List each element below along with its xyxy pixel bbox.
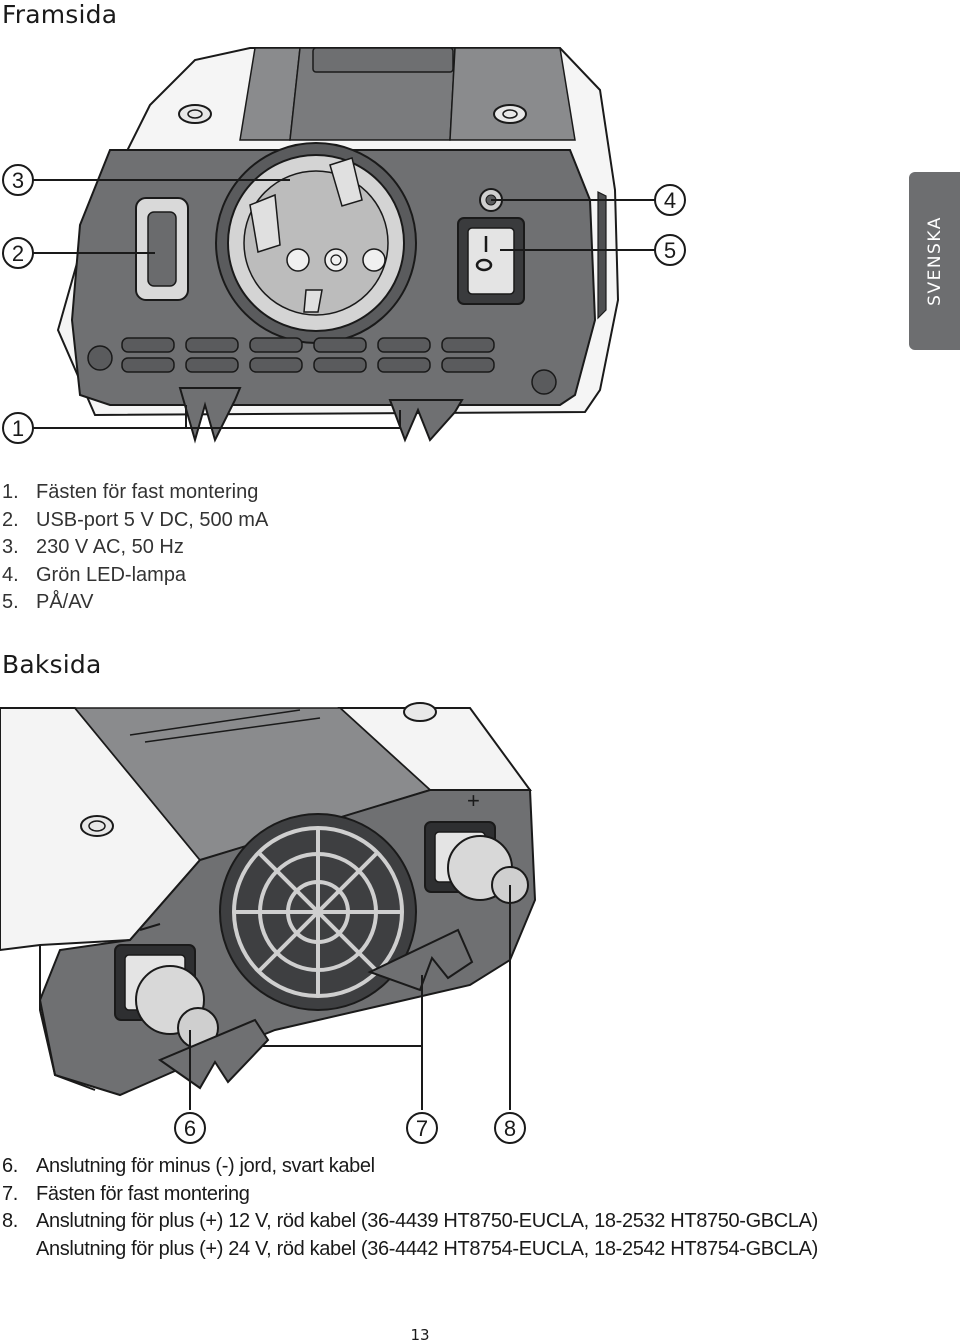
front-legend-list: 1.Fästen för fast montering 2.USB-port 5… bbox=[2, 479, 268, 617]
front-panel-illustration bbox=[30, 47, 655, 444]
list-item: 4.Grön LED-lampa bbox=[2, 563, 187, 586]
list-item: 7.Fästen för fast montering bbox=[2, 1182, 250, 1205]
language-tab: SVENSKA bbox=[909, 172, 960, 350]
list-item: 6.Anslutning för minus (-) jord, svart k… bbox=[2, 1155, 375, 1177]
svg-text:6: 6 bbox=[184, 1116, 196, 1141]
list-item: 2.USB-port 5 V DC, 500 mA bbox=[2, 508, 269, 531]
svg-text:4: 4 bbox=[664, 188, 676, 213]
callout-5: 5 bbox=[654, 234, 686, 266]
list-item: 8.Anslutning för plus (+) 12 V, röd kabe… bbox=[2, 1210, 818, 1232]
list-item: Anslutning för plus (+) 24 V, röd kabel … bbox=[36, 1237, 818, 1260]
back-heading: Baksida bbox=[2, 650, 102, 679]
svg-text:1: 1 bbox=[12, 416, 24, 441]
callout-7: 7 bbox=[406, 1112, 438, 1144]
list-item: 1.Fästen för fast montering bbox=[2, 481, 259, 503]
svg-text:2: 2 bbox=[12, 241, 24, 266]
callout-1: 1 bbox=[2, 412, 34, 444]
svg-text:5: 5 bbox=[664, 238, 676, 263]
callout-2: 2 bbox=[2, 237, 34, 269]
svg-text:3: 3 bbox=[12, 168, 24, 193]
svg-text:8: 8 bbox=[504, 1116, 516, 1141]
front-callouts: 3 2 1 4 5 bbox=[2, 164, 686, 444]
list-item: 3.230 V AC, 50 Hz bbox=[2, 536, 184, 558]
callout-6: 6 bbox=[174, 1112, 206, 1144]
back-callouts: 6 7 8 bbox=[174, 1112, 526, 1144]
list-item: 5.PÅ/AV bbox=[2, 591, 94, 613]
svg-text:7: 7 bbox=[416, 1116, 428, 1141]
callout-8: 8 bbox=[494, 1112, 526, 1144]
callout-3: 3 bbox=[2, 164, 34, 196]
svg-text:+: + bbox=[467, 788, 480, 813]
language-tab-label: SVENSKA bbox=[924, 216, 945, 306]
page-number: 13 bbox=[410, 1326, 430, 1344]
back-legend-list: 6.Anslutning för minus (-) jord, svart k… bbox=[2, 1153, 818, 1263]
back-panel-illustration: + bbox=[0, 702, 537, 1110]
front-heading: Framsida bbox=[2, 0, 118, 29]
callout-4: 4 bbox=[654, 184, 686, 216]
